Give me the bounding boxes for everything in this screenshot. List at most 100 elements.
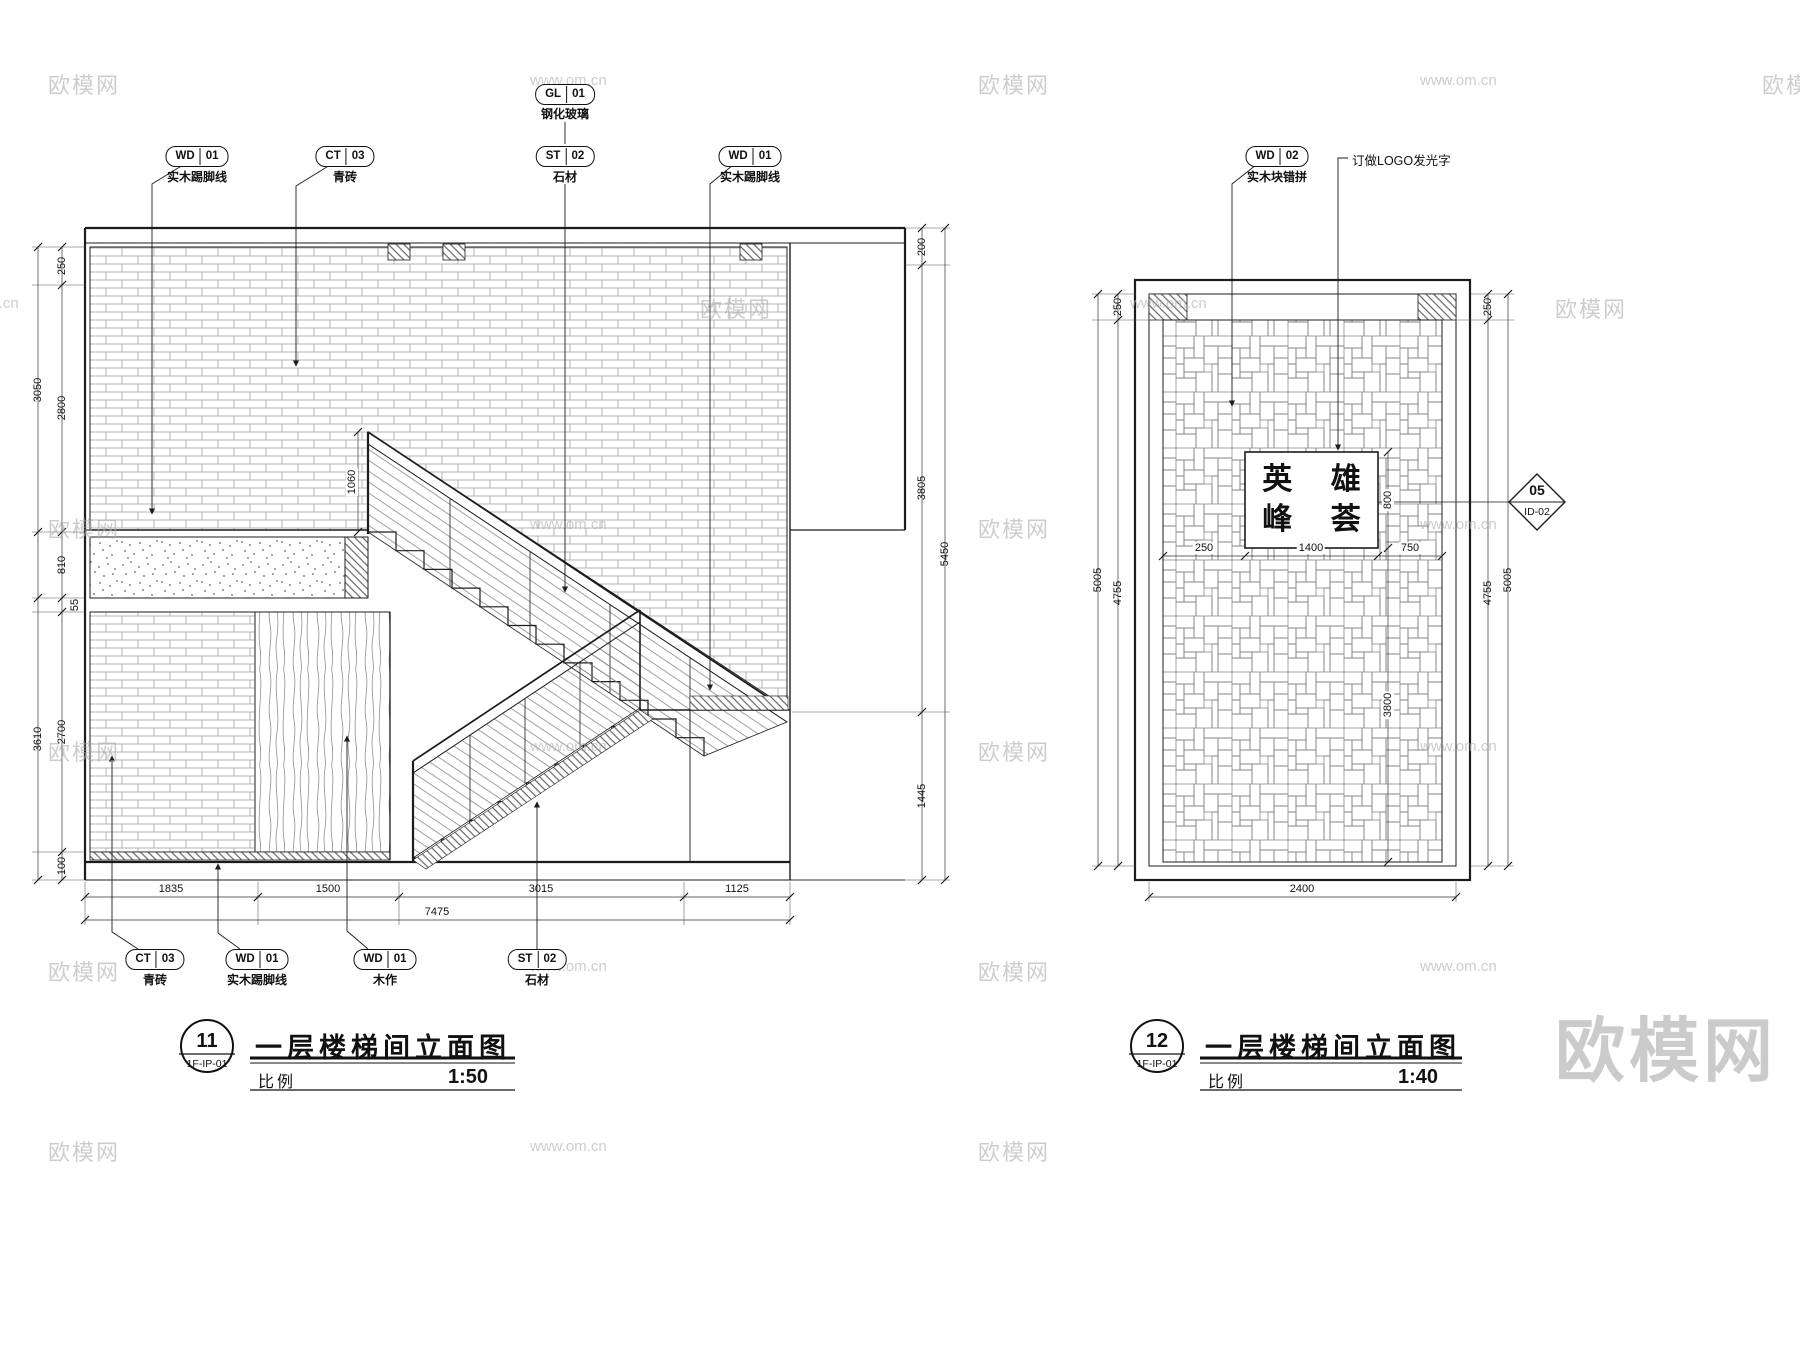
watermark-brand: 欧模网 bbox=[978, 960, 1051, 985]
watermark-brand: 欧模网 bbox=[48, 1140, 121, 1165]
dimension: 2700 bbox=[56, 719, 68, 745]
material-code: WD bbox=[227, 951, 261, 968]
drawing-title: 一层楼梯间立面图 bbox=[1205, 1033, 1461, 1063]
right-leader-lines bbox=[1228, 157, 1348, 451]
material-label: 木作 bbox=[372, 973, 398, 987]
detail-sheet-ref: 1F-IP-01 bbox=[186, 1058, 228, 1070]
material-tag-wd01-woodwork: WD 01 bbox=[353, 949, 417, 970]
dimension: 250 bbox=[1192, 542, 1216, 554]
watermark-url: www.om.cn bbox=[1420, 958, 1497, 975]
material-number: 01 bbox=[393, 953, 407, 965]
logo-signboard: 英 雄 峰 荟 bbox=[1245, 452, 1378, 548]
dimension: 3800 bbox=[1382, 690, 1394, 720]
dimension: 810 bbox=[56, 555, 68, 575]
material-label: 青砖 bbox=[142, 973, 168, 987]
watermark-url: www.om.cn bbox=[530, 1138, 607, 1155]
material-code: WD bbox=[720, 148, 754, 165]
material-code: WD bbox=[1247, 148, 1281, 165]
dimension: 200 bbox=[916, 237, 928, 257]
right-elevation bbox=[1133, 278, 1566, 882]
logo-text-line1: 英 雄 bbox=[1262, 461, 1375, 497]
scale-label: 比例 bbox=[258, 1074, 297, 1091]
watermark-brand: 欧模网 bbox=[700, 297, 773, 322]
material-tag-wd01-top-left: WD 01 bbox=[165, 146, 229, 167]
watermark-brand: 欧模网 bbox=[1762, 73, 1800, 98]
material-number: 03 bbox=[161, 953, 175, 965]
dimension: 1835 bbox=[158, 883, 184, 895]
watermark-url: www.om.cn bbox=[530, 738, 607, 755]
dimension: 5005 bbox=[1502, 567, 1514, 593]
watermark-brand: 欧模网 bbox=[48, 517, 121, 542]
material-code: WD bbox=[355, 951, 389, 968]
material-number: 01 bbox=[572, 88, 585, 100]
material-tag-st02-top: ST 02 bbox=[535, 146, 595, 167]
material-number: 03 bbox=[351, 150, 365, 162]
material-number: 01 bbox=[758, 150, 772, 162]
material-label: 实木块错拼 bbox=[1246, 170, 1308, 184]
watermark-brand: 欧模网 bbox=[978, 1140, 1051, 1165]
material-code: GL bbox=[536, 86, 568, 103]
dimension: 250 bbox=[1112, 297, 1124, 317]
material-code: CT bbox=[126, 951, 157, 968]
watermark-brand: 欧模网 bbox=[48, 960, 121, 985]
material-tag-wd02: WD 02 bbox=[1245, 146, 1309, 167]
dimension: 4755 bbox=[1112, 580, 1124, 606]
material-label: 青砖 bbox=[332, 170, 358, 184]
material-number: 02 bbox=[1285, 150, 1299, 162]
watermark-brand: 欧模网 bbox=[48, 740, 121, 765]
logo-text-line2: 峰 荟 bbox=[1262, 502, 1375, 537]
material-label: 石材 bbox=[552, 170, 578, 184]
dimension: 2800 bbox=[56, 395, 68, 421]
scale-label: 比例 bbox=[1208, 1074, 1247, 1091]
material-number: 02 bbox=[543, 953, 557, 965]
material-tag-ct03-top: CT 03 bbox=[315, 146, 375, 167]
left-dimension-lines bbox=[32, 223, 950, 925]
dimension: 1060 bbox=[346, 467, 358, 497]
dimension: 100 bbox=[56, 856, 68, 876]
material-number: 02 bbox=[571, 150, 585, 162]
drawing-title: 一层楼梯间立面图 bbox=[255, 1033, 511, 1063]
dimension: 2400 bbox=[1289, 883, 1315, 895]
material-tag-wd01-top-right: WD 01 bbox=[718, 146, 782, 167]
dimension: 250 bbox=[56, 256, 68, 276]
right-dimension-lines bbox=[1092, 289, 1514, 902]
watermark-url: www.om.cn bbox=[1420, 738, 1497, 755]
dimension: 5450 bbox=[939, 541, 951, 567]
ref-marker-sheet: ID-02 bbox=[1524, 506, 1550, 518]
dimension: 750 bbox=[1398, 542, 1422, 554]
material-number: 01 bbox=[265, 953, 279, 965]
dimension: 55 bbox=[69, 598, 81, 612]
watermark-url: www.om.cn bbox=[1420, 72, 1497, 89]
dimension: 5005 bbox=[1092, 567, 1104, 593]
watermark-brand: 欧模网 bbox=[1555, 297, 1628, 322]
dimension: 250 bbox=[1482, 297, 1494, 317]
dimension: 1500 bbox=[315, 883, 341, 895]
dimension: 3015 bbox=[528, 883, 554, 895]
left-leader-lines bbox=[108, 122, 734, 950]
watermark-brand: 欧模网 bbox=[978, 740, 1051, 765]
detail-number: 11 bbox=[196, 1030, 218, 1052]
detail-sheet-ref: 1F-IP-01 bbox=[1136, 1058, 1178, 1070]
watermark-url: www.om.cn bbox=[1420, 516, 1497, 533]
dimension: 3050 bbox=[32, 377, 44, 403]
watermark-url: www.om.cn bbox=[0, 295, 19, 312]
watermark-url: www.om.cn bbox=[1130, 295, 1207, 312]
material-code: ST bbox=[537, 148, 567, 165]
watermark-brand: 欧模网 bbox=[978, 517, 1051, 542]
dimension: 3610 bbox=[32, 726, 44, 752]
dimension: 1125 bbox=[725, 883, 749, 895]
material-number: 01 bbox=[205, 150, 219, 162]
material-label: 实木踢脚线 bbox=[719, 170, 781, 184]
dimension: 7475 bbox=[424, 906, 450, 918]
material-code: CT bbox=[316, 148, 347, 165]
left-elevation bbox=[83, 226, 907, 881]
material-label: 钢化玻璃 bbox=[540, 107, 590, 121]
material-label: 实木踢脚线 bbox=[166, 170, 228, 184]
material-code: WD bbox=[167, 148, 201, 165]
watermark-brand-large: 欧模网 bbox=[1555, 1012, 1777, 1090]
scale-value: 1:40 bbox=[1398, 1066, 1439, 1088]
ref-marker-number: 05 bbox=[1529, 482, 1545, 498]
material-code: ST bbox=[509, 951, 539, 968]
